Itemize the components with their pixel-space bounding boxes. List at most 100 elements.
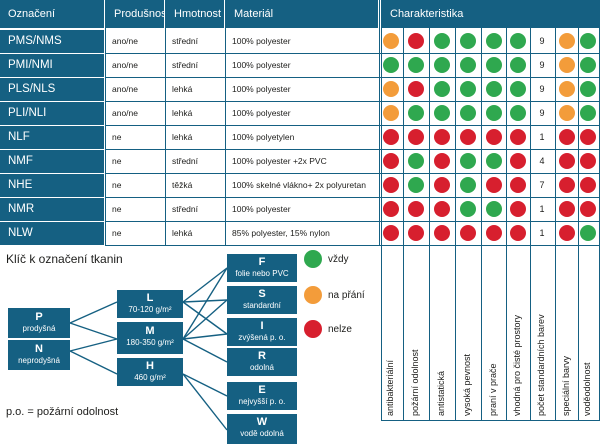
row-name: PLS/NLS: [0, 78, 104, 101]
row-separator: [106, 77, 600, 78]
key-box-e: E nejvyšší p. o.: [227, 382, 297, 410]
status-dot-red: [383, 153, 399, 169]
status-dot-red: [460, 129, 476, 145]
row-material: 100% polyetylen: [232, 132, 295, 142]
key-e-desc: nejvyšší p. o.: [238, 397, 286, 406]
row-produsnost: ne: [112, 228, 122, 238]
status-dot-green: [434, 57, 450, 73]
row-name: NMR: [0, 198, 104, 221]
status-dot-red: [510, 153, 526, 169]
standard-colors-count: 1: [539, 204, 545, 214]
row-material: 100% skelné vlákno+ 2x polyuretan: [232, 180, 366, 190]
row-produsnost: ano/ne: [112, 60, 138, 70]
key-box-l: L 70-120 g/m²: [117, 290, 183, 318]
key-f-desc: folie nebo PVC: [235, 269, 289, 278]
status-dot-red: [383, 201, 399, 217]
key-l-letter: L: [146, 292, 154, 304]
legend-label-orange: na přání: [328, 290, 365, 301]
standard-colors-count: 7: [539, 180, 545, 190]
row-material: 85% polyester, 15% nylon: [232, 228, 330, 238]
row-hmotnost: střední: [172, 156, 198, 166]
row-name: NHE: [0, 174, 104, 197]
characteristic-label: speciální barvy: [561, 355, 571, 416]
row-separator: [106, 125, 600, 126]
status-dot-red: [510, 129, 526, 145]
status-dot-green: [408, 57, 424, 73]
row-hmotnost: střední: [172, 60, 198, 70]
row-separator: [106, 173, 600, 174]
status-dot-red: [559, 225, 575, 241]
status-dot-green: [434, 33, 450, 49]
row-produsnost: ne: [112, 156, 122, 166]
characteristic-label: antistatická: [436, 370, 446, 416]
key-n-letter: N: [35, 343, 43, 355]
key-f-letter: F: [258, 256, 266, 268]
status-dot-red: [559, 153, 575, 169]
status-dot-green: [486, 81, 502, 97]
row-produsnost: ano/ne: [112, 108, 138, 118]
characteristic-label: vysoká pevnost: [462, 353, 472, 416]
status-dot-red: [408, 81, 424, 97]
row-name: PMS/NMS: [0, 30, 104, 53]
status-dot-green: [510, 81, 526, 97]
header-produsnost: Produšnost: [106, 0, 170, 28]
char-column-separator: [403, 28, 404, 420]
key-title: Klíč k označení tkanin: [6, 252, 123, 266]
row-name: PLI/NLI: [0, 102, 104, 125]
status-dot-red: [486, 177, 502, 193]
status-dot-green: [486, 153, 502, 169]
characteristic-label: antibakteriální: [385, 359, 395, 416]
key-s-letter: S: [258, 288, 266, 300]
header-material: Materiál: [226, 0, 378, 28]
legend-label-green: vždy: [328, 254, 349, 265]
char-column-separator: [429, 28, 430, 420]
status-dot-green: [486, 105, 502, 121]
standard-colors-count: 9: [539, 36, 545, 46]
key-box-p: P prodyšná: [8, 308, 70, 338]
char-column-separator: [555, 28, 556, 420]
row-hmotnost: střední: [172, 204, 198, 214]
header-hmotnost: Hmotnost: [166, 0, 224, 28]
column-separator: [165, 0, 166, 246]
key-box-s: S standardní: [227, 286, 297, 314]
status-dot-green: [580, 57, 596, 73]
key-box-w: W vodě odolná: [227, 414, 297, 444]
status-dot-green: [434, 81, 450, 97]
status-dot-green: [460, 57, 476, 73]
key-e-letter: E: [258, 384, 266, 396]
status-dot-green: [510, 57, 526, 73]
key-connectors: [69, 267, 228, 431]
key-note: p.o. = požární odolnost: [6, 406, 119, 418]
status-dot-red: [383, 177, 399, 193]
legend-dot-orange: [304, 286, 322, 304]
row-separator: [106, 197, 600, 198]
row-hmotnost: lehká: [172, 228, 193, 238]
row-material: 100% polyester: [232, 204, 291, 214]
status-dot-orange: [383, 33, 399, 49]
row-produsnost: ne: [112, 204, 122, 214]
row-hmotnost: lehká: [172, 84, 193, 94]
status-dot-green: [580, 33, 596, 49]
status-dot-green: [460, 33, 476, 49]
key-h-desc: 460 g/m²: [134, 373, 166, 382]
row-name: PMI/NMI: [0, 54, 104, 77]
standard-colors-count: 1: [539, 132, 545, 142]
standard-colors-count: 9: [539, 84, 545, 94]
characteristic-label: vhodná pro čisté prostory: [512, 314, 522, 416]
key-box-n: N neprodyšná: [8, 340, 70, 370]
row-separator: [106, 149, 600, 150]
key-s-desc: standardní: [243, 301, 281, 310]
key-i-letter: I: [260, 320, 264, 332]
standard-colors-count: 9: [539, 108, 545, 118]
standard-colors-count: 1: [539, 228, 545, 238]
characteristic-label: praní v prače: [488, 363, 498, 416]
row-name: NLF: [0, 126, 104, 149]
row-material: 100% polyester: [232, 36, 291, 46]
status-dot-red: [383, 225, 399, 241]
standard-colors-count: 9: [539, 60, 545, 70]
row-material: 100% polyester: [232, 84, 291, 94]
status-dot-red: [580, 177, 596, 193]
status-dot-red: [434, 153, 450, 169]
legend-dot-green: [304, 250, 322, 268]
status-dot-green: [580, 105, 596, 121]
